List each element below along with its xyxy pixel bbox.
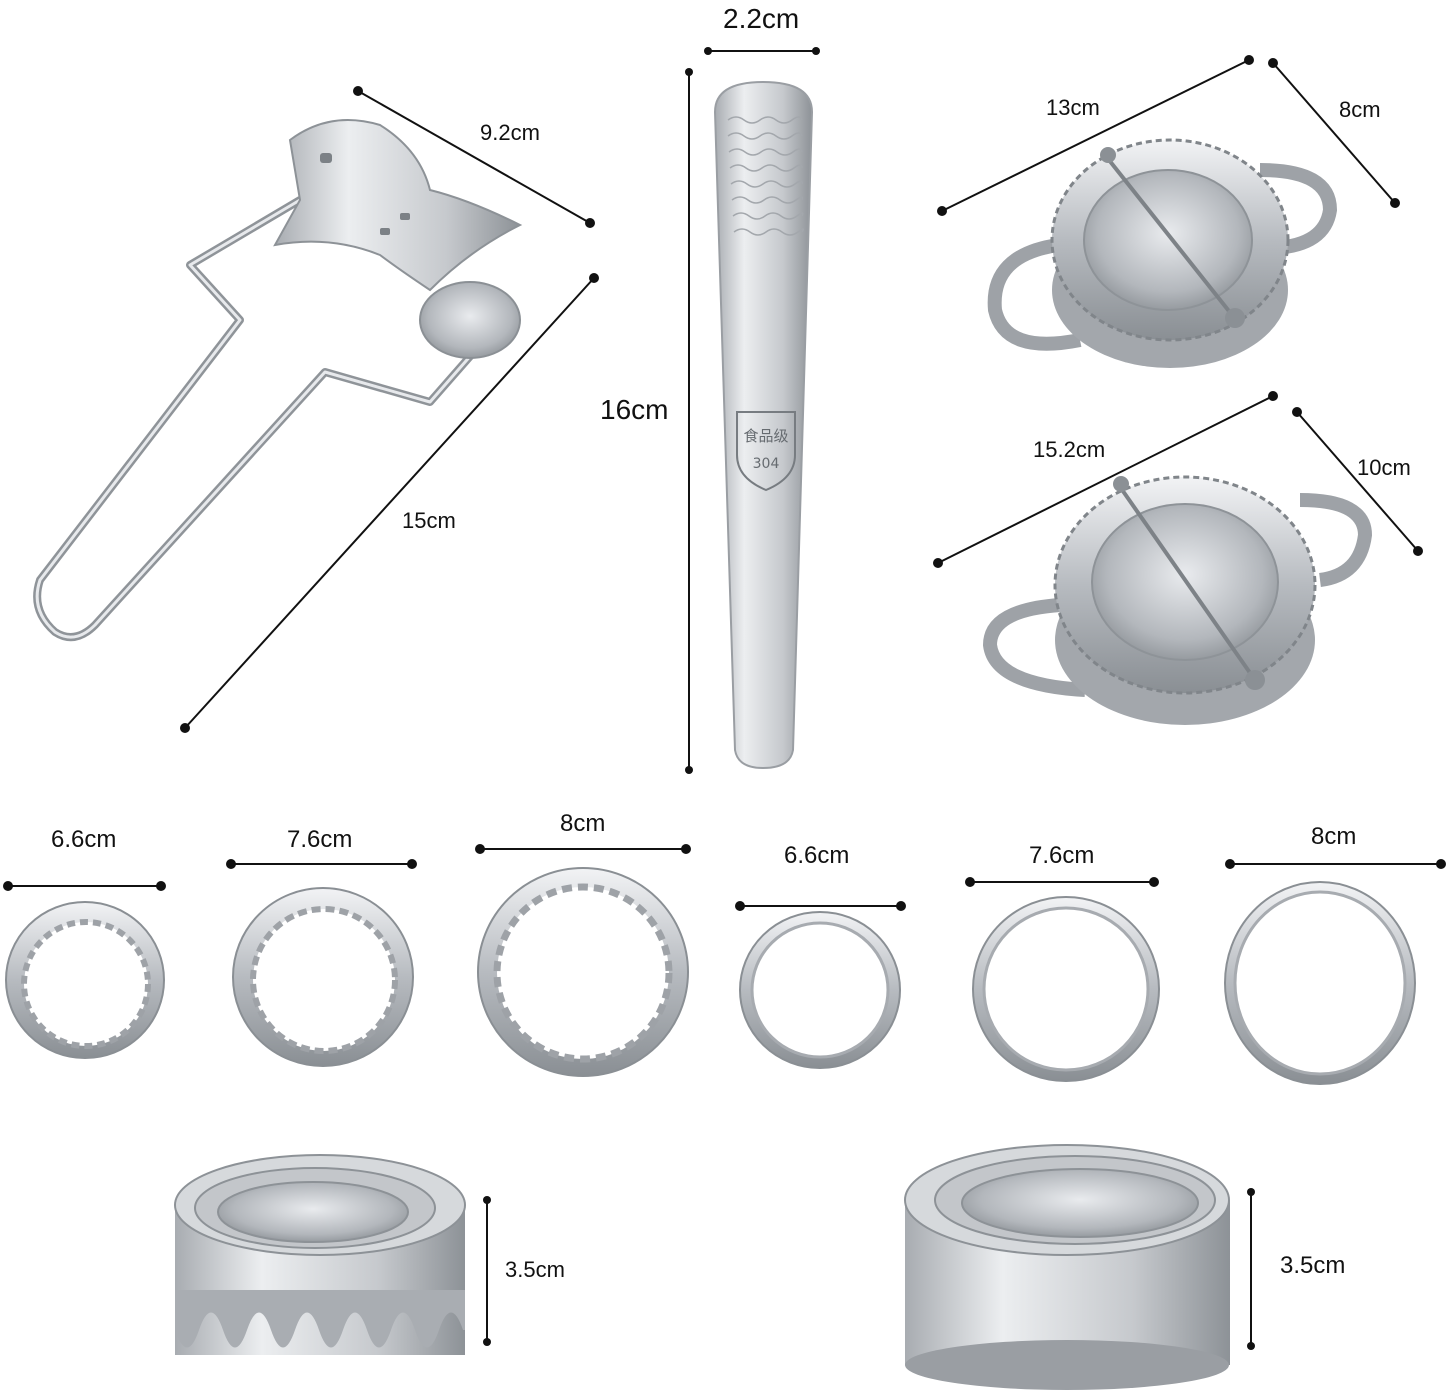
- cutter-4-size-label: 6.6cm: [784, 842, 850, 869]
- spoon-engraving-top: 食品级: [743, 427, 788, 445]
- mold-large-width-dimension-line: [1296, 411, 1419, 552]
- plain-round-cutter-icon: [1224, 881, 1416, 1085]
- press-length-label: 15cm: [402, 508, 456, 533]
- dumpling-press-tool-icon: [33, 119, 523, 642]
- fluted-round-cutter-icon: [5, 901, 165, 1059]
- cutter-6-size-label: 8cm: [1311, 823, 1357, 850]
- spoon-width-label: 2.2cm: [723, 3, 800, 34]
- mold-small-width-dimension-line: [1272, 62, 1396, 204]
- cutter-1-size-label: 6.6cm: [51, 826, 117, 853]
- press-length-dimension-line: [184, 277, 595, 729]
- mold-small-length-label: 13cm: [1046, 95, 1100, 120]
- dumpling-mold-small-icon: [987, 138, 1338, 368]
- fluted-cutter-stack-icon: [174, 1154, 466, 1355]
- food-grade-badge: [736, 411, 796, 492]
- plain-round-cutter-icon: [739, 911, 901, 1069]
- press-width-dimension-line: [357, 90, 591, 224]
- cutter-dimension-lines: [3, 844, 1446, 911]
- plain-round-cutter-icon: [972, 896, 1160, 1082]
- mold-large-width-label: 10cm: [1357, 455, 1411, 480]
- cutter-3-size-label: 8cm: [560, 810, 606, 837]
- cutter-5-size-label: 7.6cm: [1029, 842, 1095, 869]
- fluted-round-cutter-icon: [477, 867, 689, 1077]
- spoon-length-label: 16cm: [600, 394, 669, 425]
- stack-fluted-height-label: 3.5cm: [505, 1257, 565, 1282]
- press-width-label: 9.2cm: [480, 120, 540, 145]
- cutter-2-size-label: 7.6cm: [287, 826, 353, 853]
- mold-large-length-dimension-line: [937, 395, 1274, 564]
- filling-spoon-icon: 食品级 304: [713, 80, 814, 770]
- stack-plain-height-label: 3.5cm: [1280, 1252, 1346, 1279]
- mold-small-width-label: 8cm: [1339, 97, 1381, 122]
- plain-cutter-stack-icon: [904, 1144, 1230, 1390]
- spoon-engraving-bottom: 304: [753, 456, 780, 472]
- fluted-round-cutter-icon: [232, 887, 414, 1067]
- mold-large-length-label: 15.2cm: [1033, 437, 1106, 462]
- dumpling-mold-large-icon: [982, 475, 1373, 725]
- mold-small-length-dimension-line: [941, 59, 1250, 212]
